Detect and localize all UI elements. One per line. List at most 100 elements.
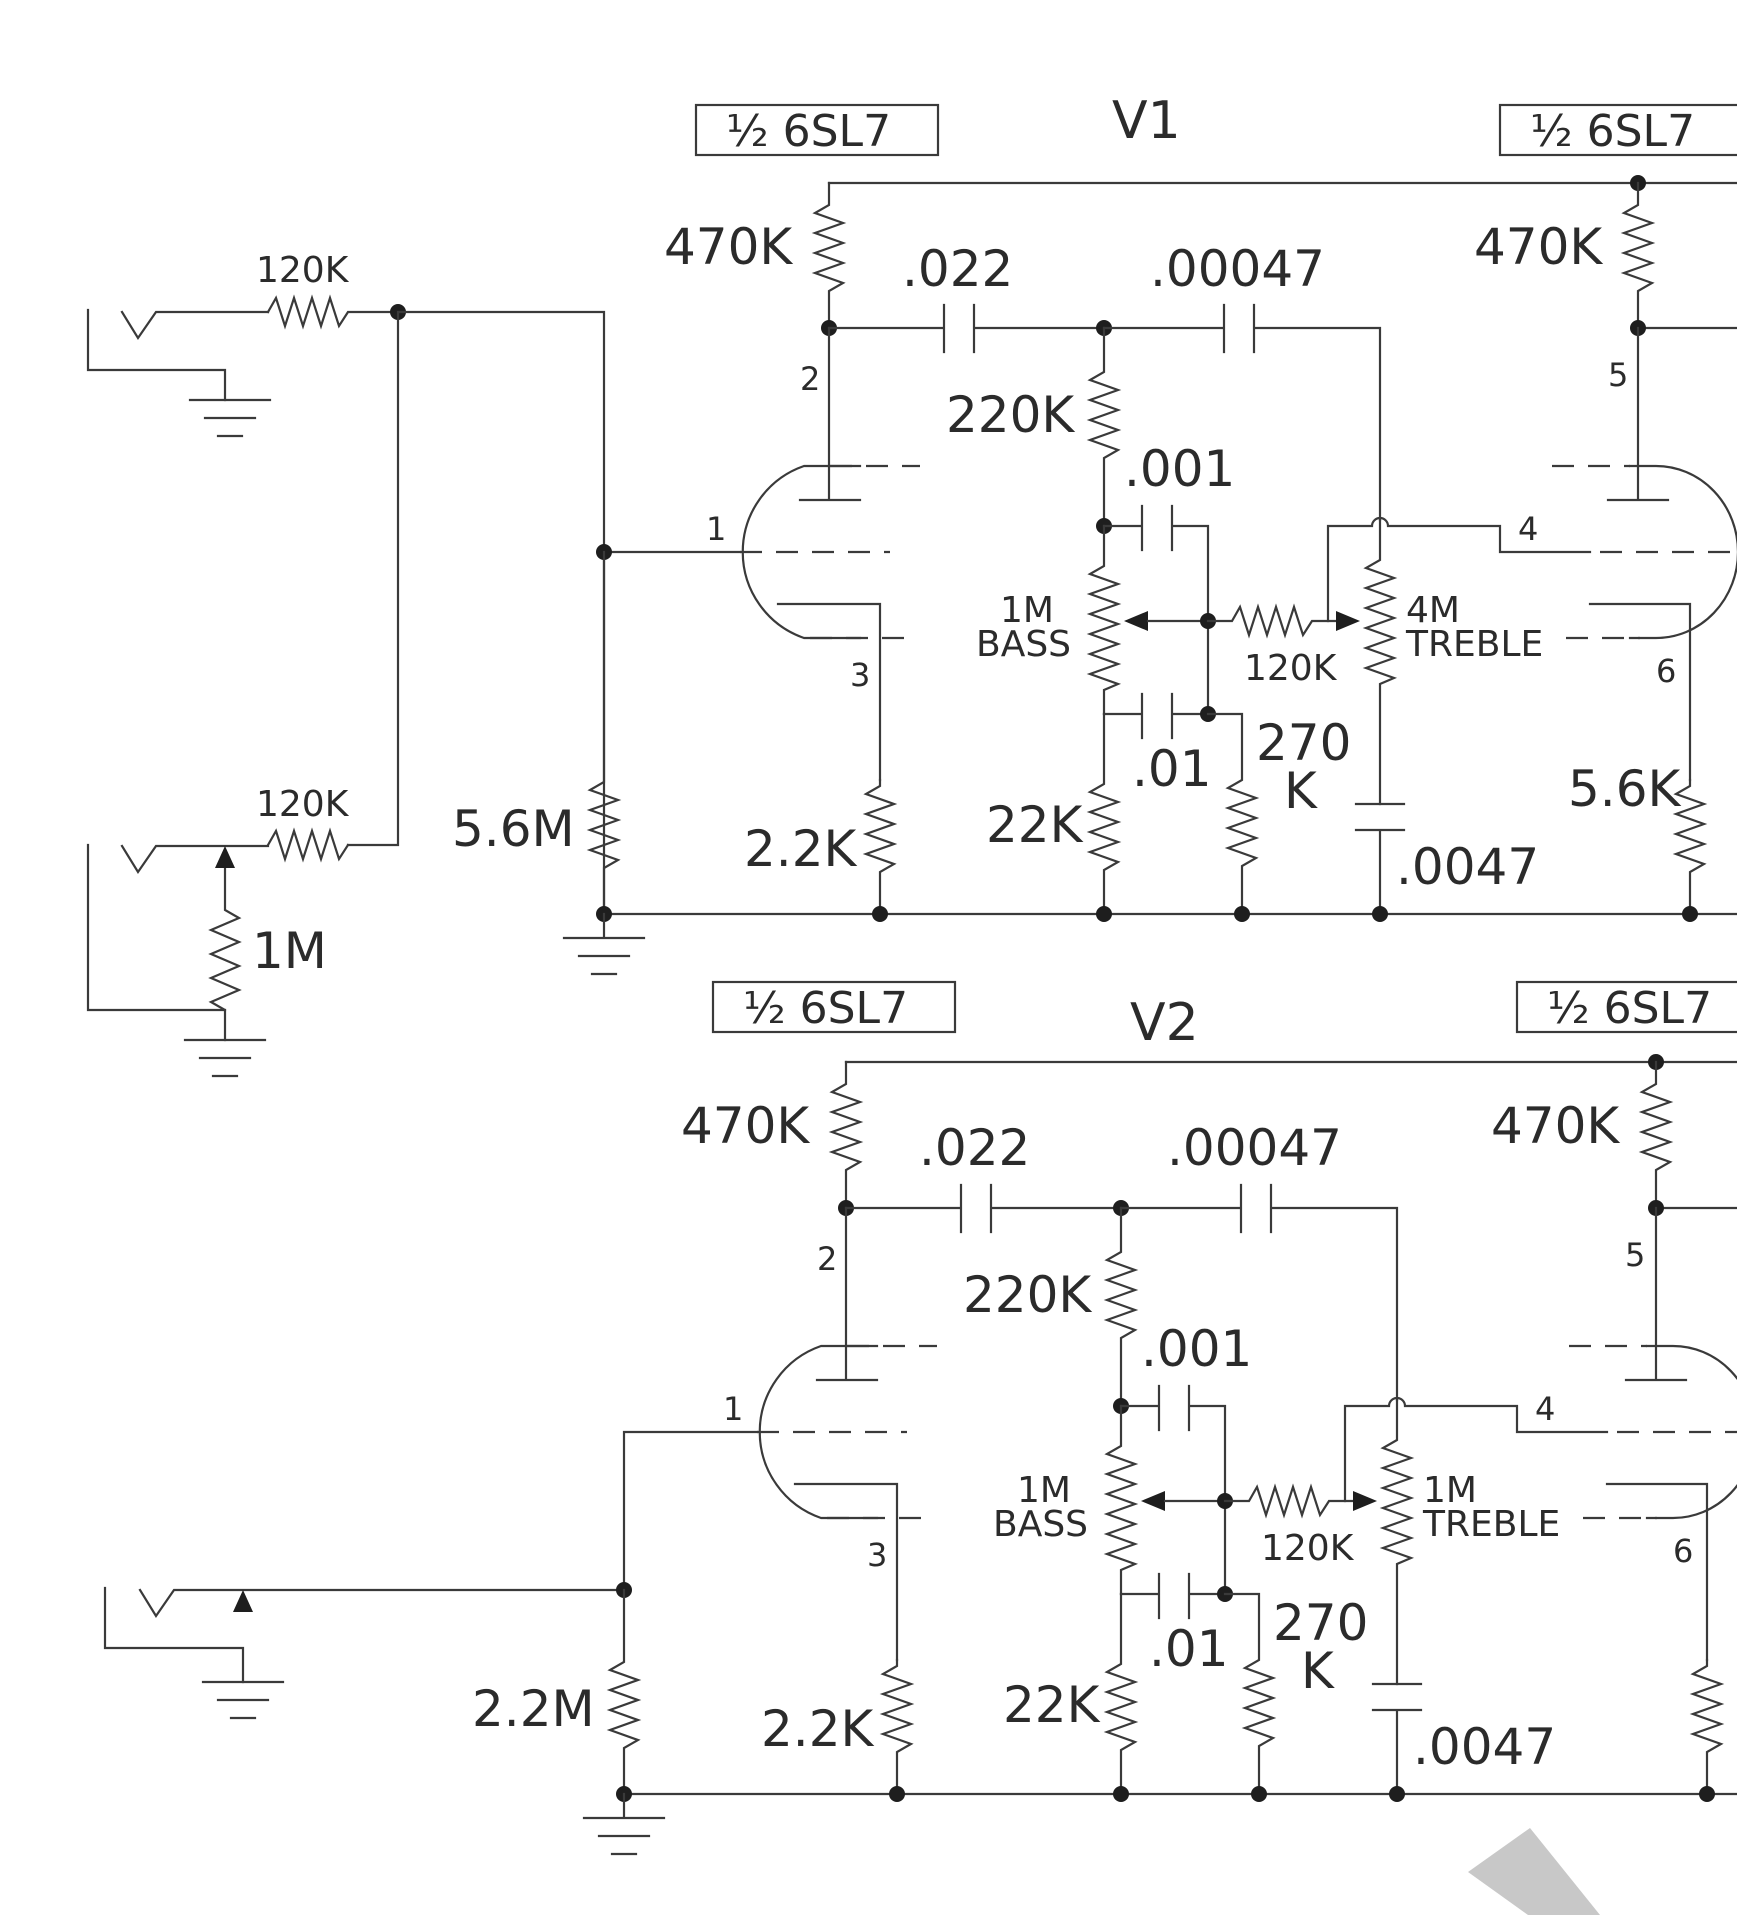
bottom-resistor-label: 22K <box>986 796 1084 854</box>
bass-cap-label: .001 <box>1141 1320 1252 1378</box>
pin-label: 2 <box>817 1240 837 1278</box>
treble-ground-capacitor <box>1354 802 1406 916</box>
tube-cathode <box>793 1482 899 1662</box>
tube-plate <box>1624 1206 1688 1382</box>
tube-label-box <box>694 103 940 157</box>
bass-pot-value: 1M <box>1000 590 1054 631</box>
junction-dot <box>872 906 888 922</box>
tube-label-right: ½ 6SL7 <box>1547 983 1712 1034</box>
cathode-resistor-label: 2.2K <box>744 820 858 878</box>
grid-resistor-label: 5.6M <box>452 800 575 858</box>
bass-capacitor <box>1102 504 1210 716</box>
grid-wire <box>622 1430 759 1592</box>
cathode-resistor <box>1672 778 1708 916</box>
treble-pot-value: 4M <box>1406 590 1460 631</box>
grid-resistor <box>606 1588 642 1796</box>
input-jack-1 <box>86 308 270 402</box>
ground-symbol <box>201 1680 285 1720</box>
tube-heater <box>1552 464 1737 640</box>
treble-ground-cap-label: .0047 <box>1396 838 1539 896</box>
cathode-resistor <box>862 778 898 916</box>
ground-symbol <box>582 1792 666 1856</box>
ground-symbol <box>562 912 646 976</box>
treble-capacitor <box>1119 1183 1399 1402</box>
junction-dot <box>1113 1786 1129 1802</box>
mix-resistor-label: 120K <box>1244 648 1338 689</box>
bottom-resistor <box>1103 1592 1139 1796</box>
junction-dot <box>1096 906 1112 922</box>
junction-dot <box>1372 906 1388 922</box>
pin-label: 1 <box>706 510 726 548</box>
plate-resistor <box>828 1060 864 1210</box>
resistor-input-2 <box>266 827 350 863</box>
input-jack-2 <box>86 843 270 1012</box>
slope-resistor-bottom: K <box>1301 1642 1335 1700</box>
slope-resistor-bottom: K <box>1284 762 1318 820</box>
bass-cap-label: .001 <box>1124 440 1235 498</box>
cathode-resistor <box>879 1658 915 1796</box>
watermark-mark <box>1468 1828 1600 1915</box>
slope-resistor-top: 270 <box>1273 1594 1368 1652</box>
tube-heater <box>740 464 920 640</box>
tube-label-box <box>1515 980 1737 1034</box>
mid-resistor-label: 220K <box>946 386 1075 444</box>
slope-resistor-top: 270 <box>1256 714 1351 772</box>
bass-capacitor <box>1119 1384 1227 1596</box>
tube-label-box <box>1498 103 1737 157</box>
grid-wire <box>1343 1396 1609 1503</box>
tube-envelope <box>1645 1344 1737 1520</box>
mix-resistor <box>1223 1483 1355 1519</box>
junction-dot <box>1389 1786 1405 1802</box>
bass-pot <box>1086 524 1122 716</box>
pin-label: 4 <box>1518 510 1538 548</box>
mid-resistor-label: 220K <box>963 1266 1092 1324</box>
pin-label: 5 <box>1625 1236 1645 1274</box>
tube-cathode <box>1605 1482 1709 1662</box>
tube-envelope <box>1628 464 1737 640</box>
wiper-arrow <box>1336 611 1360 631</box>
resistor-input-1 <box>266 294 400 330</box>
input-section: 120K 120K 1M <box>86 250 626 1720</box>
junction-dot <box>1682 906 1698 922</box>
tube-label-left: ½ 6SL7 <box>726 106 891 157</box>
stage-v1: ½ 6SL7 V1 ½ 6SL7 470K .022 .00047 220K .… <box>452 91 1737 976</box>
tube-plate <box>1606 326 1670 502</box>
treble-pot-name: TREBLE <box>1422 1504 1560 1545</box>
bass-pot-name: BASS <box>976 624 1071 665</box>
treble-cap-label: .00047 <box>1150 240 1325 298</box>
pin-label: 2 <box>800 360 820 398</box>
wiper-arrow <box>1141 1491 1165 1511</box>
plate-resistor <box>1638 1060 1737 1210</box>
input-r2-label: 120K <box>256 784 350 825</box>
tube-plate <box>815 1206 879 1382</box>
plate-resistor-label: 470K <box>664 218 793 276</box>
coupling-cap-label: .022 <box>902 240 1013 298</box>
tube-label-right: ½ 6SL7 <box>1530 106 1695 157</box>
pin-label: 4 <box>1535 1390 1555 1428</box>
bass-pot-value: 1M <box>1017 1470 1071 1511</box>
plate-resistor <box>1620 181 1737 330</box>
stage-title: V2 <box>1130 993 1199 1053</box>
tube-label-left: ½ 6SL7 <box>743 983 908 1034</box>
tube-plate <box>798 326 862 502</box>
pin-label: 1 <box>723 1390 743 1428</box>
grid-wire <box>1326 516 1592 623</box>
treble-pot-value: 1M <box>1423 1470 1477 1511</box>
plate-resistor <box>811 181 847 330</box>
wiper-arrow <box>1124 611 1148 631</box>
pin-label: 3 <box>867 1536 887 1574</box>
wiper-arrow <box>233 1590 253 1612</box>
wiper-arrow <box>1353 1491 1377 1511</box>
tone-cap-label: .01 <box>1149 1620 1229 1678</box>
input-r1-label: 120K <box>256 250 350 291</box>
ground-symbol <box>183 1038 267 1078</box>
tone-cap-label: .01 <box>1132 740 1212 798</box>
slope-resistor <box>1206 712 1260 916</box>
treble-ground-cap-label: .0047 <box>1413 1718 1556 1776</box>
bass-pot <box>1103 1404 1139 1596</box>
coupling-cap-label: .022 <box>919 1119 1030 1177</box>
tone-capacitor <box>1102 692 1210 740</box>
input-pot-1m <box>208 858 242 1042</box>
pin-label: 5 <box>1608 356 1628 394</box>
